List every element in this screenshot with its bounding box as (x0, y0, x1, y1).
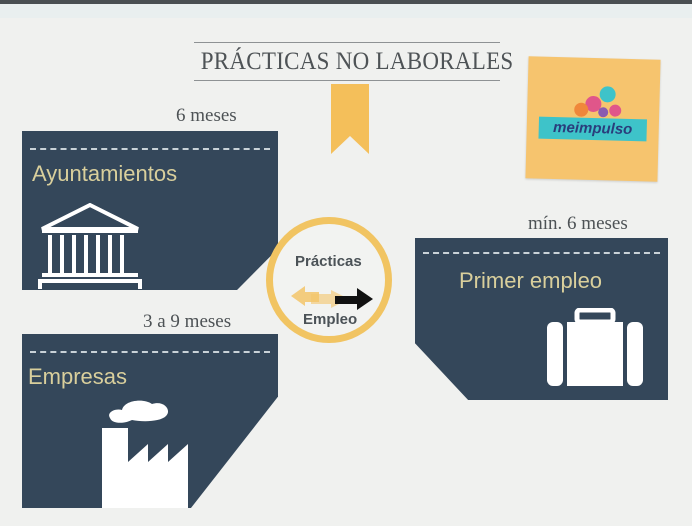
circle-top-text: Prácticas (295, 253, 362, 270)
logo-text: meimpulso (538, 116, 648, 142)
top-band (0, 4, 692, 18)
panel-label: Primer empleo (459, 268, 603, 293)
town-hall-icon (38, 203, 142, 289)
panel-primer-empleo: Primer empleo (415, 238, 668, 400)
panel-ayuntamientos: Ayuntamientos (22, 131, 278, 290)
duration-empresas: 3 a 9 meses (143, 311, 232, 332)
logo-confetti-icon (574, 86, 622, 118)
bookmark-ribbon-icon (331, 84, 369, 154)
top-bar (0, 0, 692, 4)
factory-icon (102, 400, 188, 508)
dashed-divider (30, 351, 270, 353)
panel-empresas: Empresas (22, 334, 278, 508)
panel-label: Ayuntamientos (32, 161, 178, 186)
practicas-empleo-circle: Prácticas Empleo (266, 217, 392, 343)
dashed-divider (30, 148, 270, 150)
duration-primer-empleo: mín. 6 meses (528, 213, 628, 234)
duration-ayuntamientos: 6 meses (176, 105, 237, 126)
title-rule-bottom (194, 80, 500, 81)
panel-label: Empresas (28, 364, 128, 389)
title-block: PRÁCTICAS NO LABORALES (188, 40, 514, 82)
logo: meimpulso (525, 56, 661, 182)
dashed-divider (423, 252, 660, 254)
page-title: PRÁCTICAS NO LABORALES (200, 48, 514, 75)
title-rule-top (194, 42, 500, 43)
arrow-right-icon (291, 286, 373, 310)
circle-bottom-text: Empleo (303, 311, 358, 328)
suitcase-icon (547, 308, 643, 386)
